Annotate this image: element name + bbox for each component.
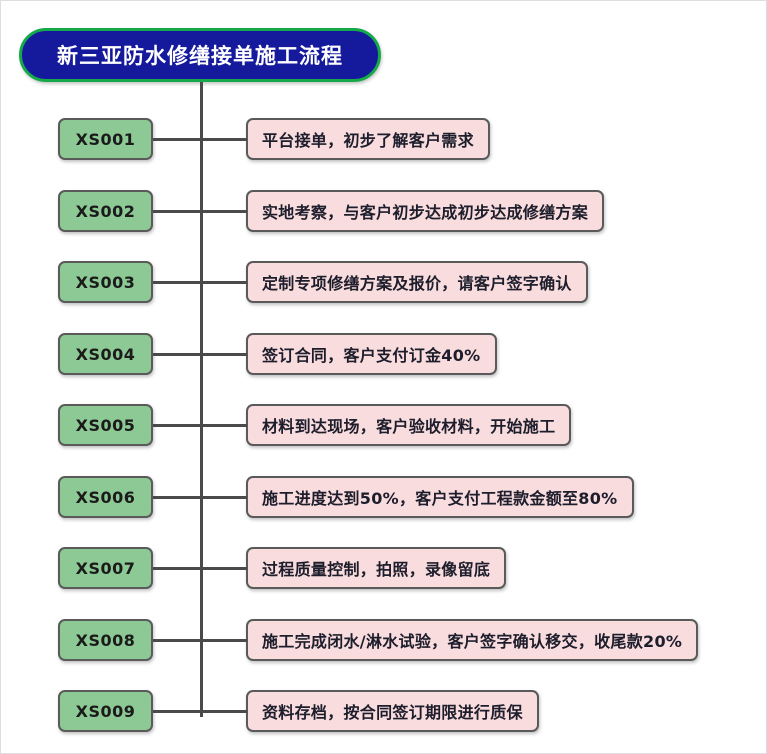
- step-code-box-xs009[interactable]: XS009: [58, 690, 153, 732]
- step-code-label: XS002: [75, 201, 136, 221]
- step-code-label: XS007: [75, 558, 136, 578]
- connector-trunk-to-description: [200, 281, 247, 284]
- step-description-label: 过程质量控制，拍照，录像留底: [262, 560, 491, 579]
- connector-code-to-trunk: [153, 710, 201, 713]
- connector-trunk-to-description: [200, 353, 247, 356]
- step-code-box-xs005[interactable]: XS005: [58, 404, 153, 446]
- step-code-label: XS009: [75, 701, 136, 721]
- step-description-box-xs001[interactable]: 平台接单，初步了解客户需求: [246, 118, 490, 160]
- connector-trunk-to-description: [200, 496, 247, 499]
- step-description-label: 定制专项修缮方案及报价，请客户签字确认: [262, 274, 572, 293]
- step-description-box-xs003[interactable]: 定制专项修缮方案及报价，请客户签字确认: [246, 261, 588, 303]
- step-description-box-xs002[interactable]: 实地考察，与客户初步达成初步达成修缮方案: [246, 190, 605, 232]
- step-description-label: 实地考察，与客户初步达成初步达成修缮方案: [262, 203, 589, 222]
- step-description-label: 资料存档，按合同签订期限进行质保: [262, 703, 523, 722]
- step-description-label: 施工完成闭水/淋水试验，客户签字确认移交，收尾款20%: [262, 632, 683, 651]
- trunk-connector-line: [200, 82, 203, 717]
- connector-trunk-to-description: [200, 424, 247, 427]
- step-description-box-xs004[interactable]: 签订合同，客户支付订金40%: [246, 333, 497, 375]
- connector-trunk-to-description: [200, 138, 247, 141]
- connector-code-to-trunk: [153, 210, 201, 213]
- step-code-box-xs008[interactable]: XS008: [58, 619, 153, 661]
- flowchart-title-text: 新三亚防水修缮接单施工流程: [57, 44, 343, 68]
- connector-code-to-trunk: [153, 639, 201, 642]
- flowchart-title-box: 新三亚防水修缮接单施工流程: [19, 28, 381, 82]
- connector-trunk-to-description: [200, 210, 247, 213]
- connector-code-to-trunk: [153, 496, 201, 499]
- step-code-label: XS001: [75, 129, 136, 149]
- step-code-label: XS005: [75, 415, 136, 435]
- step-code-label: XS008: [75, 630, 136, 650]
- connector-trunk-to-description: [200, 710, 247, 713]
- step-code-box-xs007[interactable]: XS007: [58, 547, 153, 589]
- step-code-box-xs006[interactable]: XS006: [58, 476, 153, 518]
- connector-trunk-to-description: [200, 567, 247, 570]
- step-description-box-xs005[interactable]: 材料到达现场，客户验收材料，开始施工: [246, 404, 572, 446]
- step-description-box-xs007[interactable]: 过程质量控制，拍照，录像留底: [246, 547, 507, 589]
- step-description-label: 材料到达现场，客户验收材料，开始施工: [262, 417, 556, 436]
- connector-code-to-trunk: [153, 353, 201, 356]
- step-description-label: 施工进度达到50%，客户支付工程款金额至80%: [262, 489, 618, 508]
- connector-code-to-trunk: [153, 567, 201, 570]
- step-description-box-xs009[interactable]: 资料存档，按合同签订期限进行质保: [246, 690, 539, 732]
- step-description-label: 平台接单，初步了解客户需求: [262, 131, 474, 150]
- step-code-box-xs002[interactable]: XS002: [58, 190, 153, 232]
- step-description-box-xs006[interactable]: 施工进度达到50%，客户支付工程款金额至80%: [246, 476, 634, 518]
- step-code-label: XS003: [75, 272, 136, 292]
- step-code-label: XS006: [75, 487, 136, 507]
- step-code-box-xs004[interactable]: XS004: [58, 333, 153, 375]
- step-code-box-xs003[interactable]: XS003: [58, 261, 153, 303]
- step-description-label: 签订合同，客户支付订金40%: [262, 346, 481, 365]
- connector-code-to-trunk: [153, 424, 201, 427]
- connector-trunk-to-description: [200, 639, 247, 642]
- step-description-box-xs008[interactable]: 施工完成闭水/淋水试验，客户签字确认移交，收尾款20%: [246, 619, 699, 661]
- connector-code-to-trunk: [153, 138, 201, 141]
- step-code-label: XS004: [75, 344, 136, 364]
- connector-code-to-trunk: [153, 281, 201, 284]
- step-code-box-xs001[interactable]: XS001: [58, 118, 153, 160]
